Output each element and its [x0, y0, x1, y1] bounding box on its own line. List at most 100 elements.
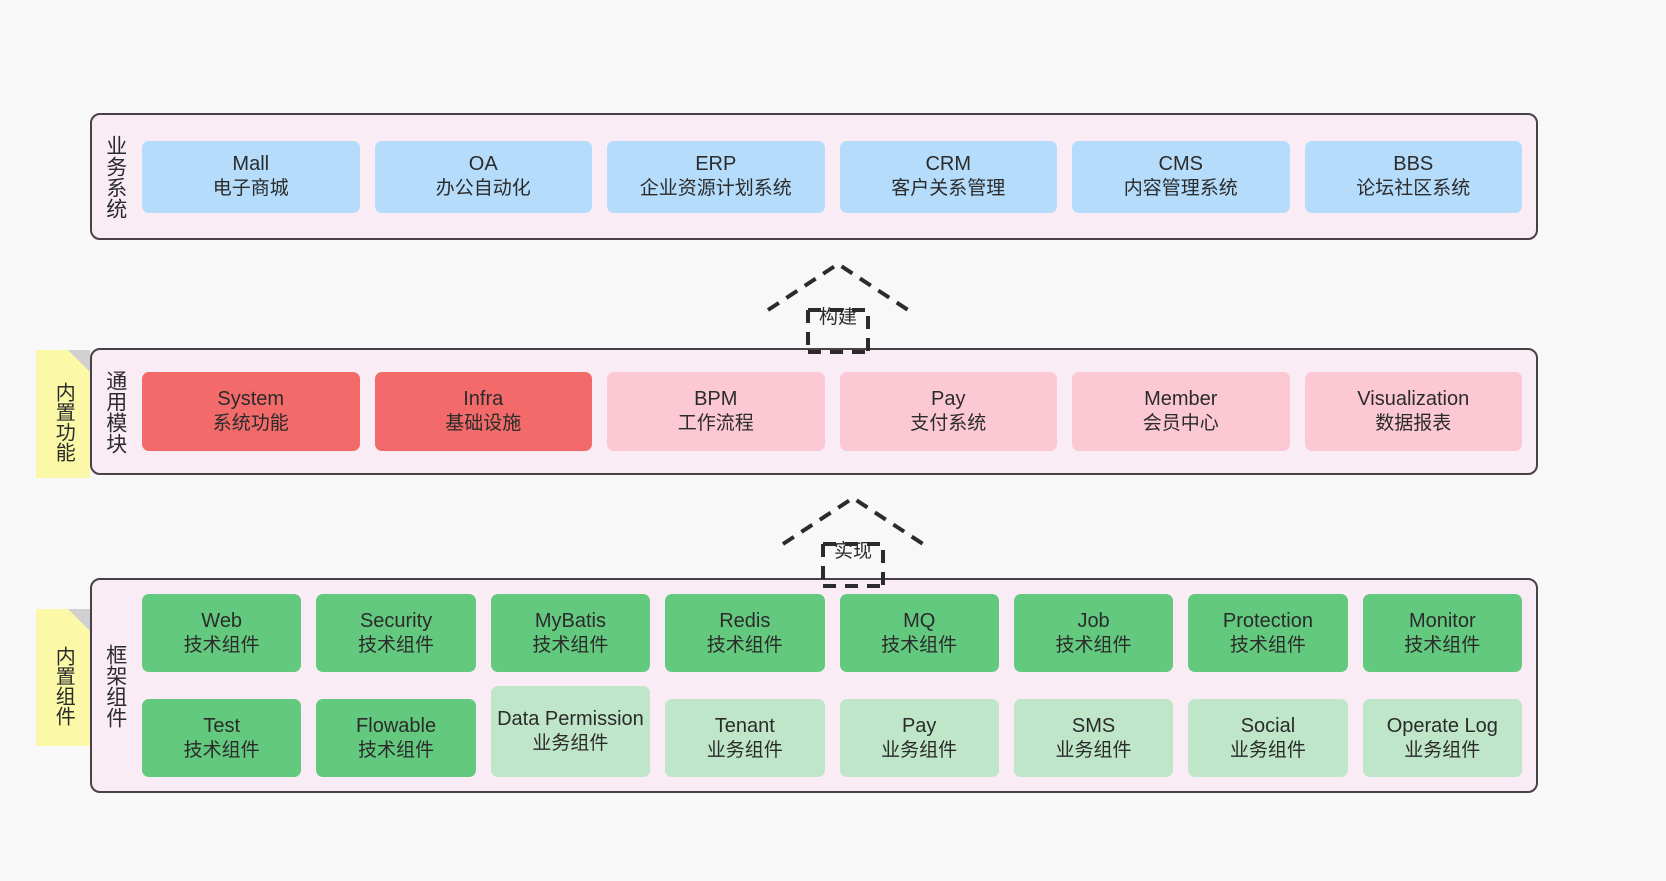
note-label: 内置功能: [52, 382, 75, 462]
connector-implement-arrow: [781, 495, 925, 588]
layer-body-common-module: System 系统功能 Infra 基础设施 BPM 工作流程 Pay 支付系统…: [138, 350, 1536, 473]
note-fold-corner: [68, 609, 90, 631]
box-protection[interactable]: Protection 技术组件: [1188, 594, 1348, 672]
box-tenant[interactable]: Tenant 业务组件: [665, 699, 825, 777]
box-pay-module[interactable]: Pay 支付系统: [839, 372, 1057, 451]
box-title-cn: 业务组件: [1055, 739, 1132, 761]
box-title-en: Web: [201, 609, 243, 632]
box-title-cn: 业务组件: [881, 739, 958, 761]
connector-build-label: 构建: [818, 307, 858, 328]
box-title-cn: 技术组件: [358, 739, 435, 761]
box-title-cn: 技术组件: [1404, 634, 1481, 656]
layer-business-system: 业务系统 Mall 电子商城 OA 办公自动化 ERP 企业资源计划系统 CRM…: [90, 113, 1538, 240]
box-title-en: ERP: [695, 153, 737, 176]
layer-title-framework-component: 框架组件: [103, 643, 127, 728]
box-member[interactable]: Member 会员中心: [1072, 372, 1290, 451]
box-title-en: Protection: [1222, 609, 1313, 632]
box-row: Mall 电子商城 OA 办公自动化 ERP 企业资源计划系统 CRM 客户关系…: [142, 140, 1522, 213]
layer-title-business-system: 业务系统: [103, 134, 127, 219]
connector-build: 构建: [760, 258, 950, 354]
box-title-cn: 业务组件: [532, 733, 609, 755]
box-title-cn: 业务组件: [1229, 739, 1306, 761]
connector-build-arrow: [766, 261, 910, 354]
box-title-cn: 论坛社区系统: [1356, 178, 1471, 200]
box-title-en: Mall: [232, 153, 270, 176]
box-title-en: BPM: [694, 388, 738, 411]
box-title-cn: 技术组件: [358, 634, 435, 656]
box-cms[interactable]: CMS 内容管理系统: [1072, 140, 1290, 213]
box-operate-log[interactable]: Operate Log 业务组件: [1362, 699, 1522, 777]
box-title-cn: 业务组件: [706, 739, 783, 761]
box-title-cn: 技术组件: [532, 634, 609, 656]
box-bpm[interactable]: BPM 工作流程: [607, 372, 825, 451]
box-job[interactable]: Job 技术组件: [1013, 594, 1174, 672]
box-title-cn: 数据报表: [1375, 413, 1452, 435]
box-pay-component[interactable]: Pay 业务组件: [839, 699, 999, 777]
box-title-en: Job: [1077, 609, 1110, 632]
box-title-en: OA: [468, 153, 498, 176]
box-bbs[interactable]: BBS 论坛社区系统: [1304, 140, 1522, 213]
box-title-cn: 技术组件: [1229, 634, 1306, 656]
box-title-en: Pay: [931, 388, 966, 411]
box-row: System 系统功能 Infra 基础设施 BPM 工作流程 Pay 支付系统…: [142, 372, 1522, 451]
box-title-en: Visualization: [1357, 388, 1470, 411]
box-row: Test 技术组件 Flowable 技术组件 Data Permission …: [142, 686, 1522, 777]
layer-common-module: 通用模块 System 系统功能 Infra 基础设施 BPM 工作流程 Pay…: [90, 348, 1538, 475]
box-title-cn: 电子商城: [212, 178, 289, 200]
box-title-cn: 技术组件: [881, 634, 958, 656]
box-data-permission[interactable]: Data Permission 业务组件: [490, 686, 651, 777]
box-mall[interactable]: Mall 电子商城: [142, 140, 360, 213]
layer-title-common-module: 通用模块: [103, 369, 127, 454]
box-title-cn: 内容管理系统: [1123, 178, 1238, 200]
layer-framework-component: 框架组件 Web 技术组件 Security 技术组件 MyBatis 技术组件…: [90, 578, 1538, 793]
box-system[interactable]: System 系统功能: [142, 372, 360, 451]
note-fold-corner: [68, 350, 90, 372]
box-title-cn: 技术组件: [183, 739, 260, 761]
box-title-en: Test: [203, 714, 241, 737]
connector-implement-label: 实现: [833, 541, 873, 562]
note-builtin-function: 内置功能: [36, 350, 90, 478]
box-title-en: System: [217, 388, 285, 411]
box-title-cn: 客户关系管理: [891, 178, 1006, 200]
box-title-en: BBS: [1393, 153, 1434, 176]
box-crm[interactable]: CRM 客户关系管理: [839, 140, 1057, 213]
box-erp[interactable]: ERP 企业资源计划系统: [607, 140, 825, 213]
box-row: Web 技术组件 Security 技术组件 MyBatis 技术组件 Redi…: [142, 594, 1522, 672]
connector-implement: 实现: [775, 492, 965, 588]
box-infra[interactable]: Infra 基础设施: [374, 372, 592, 451]
box-title-en: Pay: [901, 714, 937, 737]
box-web[interactable]: Web 技术组件: [142, 594, 302, 672]
box-title-en: Tenant: [714, 714, 775, 737]
box-oa[interactable]: OA 办公自动化: [374, 140, 592, 213]
box-title-en: MyBatis: [534, 609, 606, 632]
box-mybatis[interactable]: MyBatis 技术组件: [490, 594, 651, 672]
box-title-cn: 技术组件: [183, 634, 260, 656]
box-title-en: Data Permission: [497, 708, 644, 731]
box-sms[interactable]: SMS 业务组件: [1013, 699, 1174, 777]
box-mq[interactable]: MQ 技术组件: [839, 594, 999, 672]
layer-body-business-system: Mall 电子商城 OA 办公自动化 ERP 企业资源计划系统 CRM 客户关系…: [138, 115, 1536, 238]
box-title-en: SMS: [1071, 714, 1116, 737]
box-title-en: Operate Log: [1386, 714, 1498, 737]
box-flowable[interactable]: Flowable 技术组件: [316, 699, 476, 777]
box-visualization[interactable]: Visualization 数据报表: [1304, 372, 1522, 451]
box-title-cn: 办公自动化: [435, 178, 531, 200]
box-redis[interactable]: Redis 技术组件: [665, 594, 825, 672]
box-title-cn: 企业资源计划系统: [639, 178, 792, 200]
layer-body-framework-component: Web 技术组件 Security 技术组件 MyBatis 技术组件 Redi…: [138, 580, 1536, 791]
box-monitor[interactable]: Monitor 技术组件: [1362, 594, 1522, 672]
box-title-en: CRM: [925, 153, 972, 176]
box-security[interactable]: Security 技术组件: [316, 594, 476, 672]
box-test[interactable]: Test 技术组件: [142, 699, 302, 777]
box-title-en: CMS: [1158, 153, 1203, 176]
box-title-cn: 技术组件: [1055, 634, 1132, 656]
box-social[interactable]: Social 业务组件: [1188, 699, 1348, 777]
box-title-en: Social: [1240, 714, 1296, 737]
note-builtin-component: 内置组件: [36, 609, 90, 746]
box-title-en: MQ: [903, 609, 936, 632]
box-title-cn: 系统功能: [212, 413, 289, 435]
box-title-cn: 工作流程: [677, 413, 754, 435]
box-title-en: Member: [1144, 388, 1218, 411]
box-title-en: Monitor: [1408, 609, 1476, 632]
